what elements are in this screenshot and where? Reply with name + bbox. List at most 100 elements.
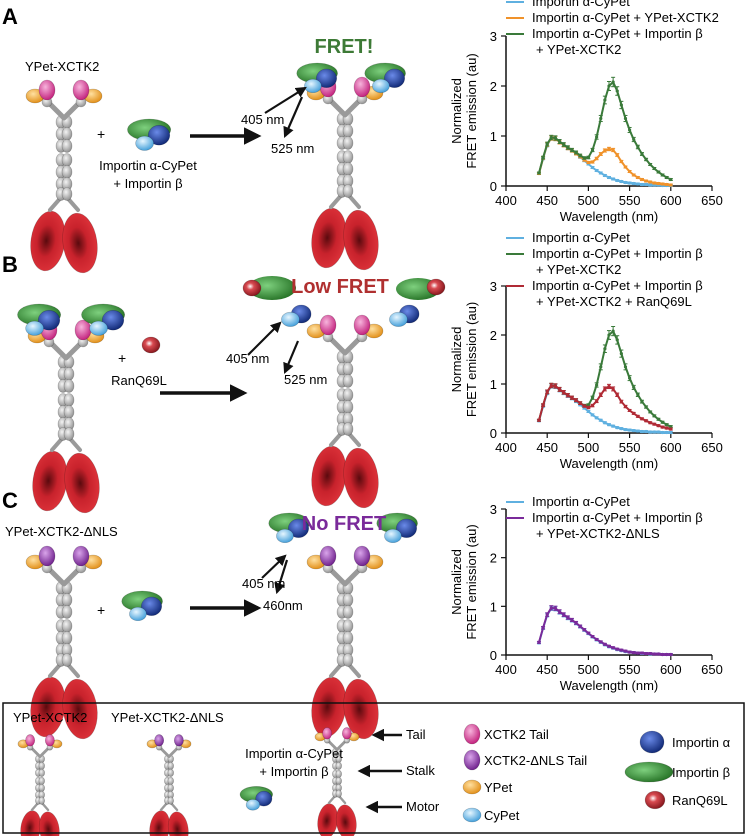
data-point xyxy=(619,352,623,356)
stalk-bead xyxy=(342,124,354,138)
cypet-blob xyxy=(384,528,402,544)
y-tick-label: 0 xyxy=(490,648,497,663)
data-point xyxy=(603,173,607,178)
key-construct2-label: YPet-XCTK2-ΔNLS xyxy=(111,710,224,725)
data-point xyxy=(541,626,545,630)
data-point xyxy=(628,428,632,432)
tail-arm xyxy=(328,336,362,356)
y-axis-label: FRET emission (au) xyxy=(464,53,479,168)
x-tick-label: 450 xyxy=(536,193,558,208)
data-point xyxy=(636,182,640,186)
data-point xyxy=(595,168,599,173)
data-point xyxy=(619,103,623,107)
key-construct1-label: YPet-XCTK2 xyxy=(13,710,87,725)
key-swatch-ypet xyxy=(462,779,482,795)
series-line-0 xyxy=(538,136,671,187)
data-point xyxy=(632,137,636,142)
data-point xyxy=(586,409,591,414)
plus-a: + xyxy=(97,126,105,142)
data-point xyxy=(660,430,665,435)
data-point xyxy=(562,142,566,147)
data-point xyxy=(537,418,541,422)
data-point xyxy=(590,403,595,408)
emission-arrow-a xyxy=(283,96,304,139)
data-point xyxy=(660,425,665,429)
stalk-bead xyxy=(61,593,73,607)
motor-domain-right xyxy=(335,804,357,836)
ligand-a-line1: Importin α-CyPet xyxy=(99,158,197,173)
data-point xyxy=(607,423,611,427)
data-point xyxy=(648,421,652,425)
data-point xyxy=(648,180,652,184)
data-point xyxy=(665,430,669,435)
x-tick-label: 600 xyxy=(660,440,682,455)
stalk-bead xyxy=(342,605,354,619)
stalk-bead xyxy=(167,768,174,777)
data-point xyxy=(599,418,603,422)
data-point xyxy=(640,651,644,655)
series-line-1 xyxy=(538,136,671,186)
data-point xyxy=(603,347,607,351)
y-axis-label: FRET emission (au) xyxy=(464,524,479,639)
motor-domain-right xyxy=(38,811,60,836)
y-tick-label: 1 xyxy=(490,377,497,392)
data-point xyxy=(541,403,545,407)
importin-alpha-blob xyxy=(101,310,125,331)
data-point xyxy=(599,640,603,644)
stalk-bead xyxy=(342,619,354,633)
data-point xyxy=(615,393,619,397)
stalk-bead xyxy=(63,379,75,393)
data-point xyxy=(640,177,644,182)
data-point xyxy=(549,135,553,140)
y-tick-label: 2 xyxy=(490,79,497,94)
x-tick-label: 600 xyxy=(660,193,682,208)
legend-label: + YPet-XCTK2 xyxy=(536,42,621,57)
data-point xyxy=(603,98,607,102)
data-point xyxy=(644,429,648,434)
key-swatch-cypet xyxy=(462,807,482,823)
chart-axes xyxy=(505,36,712,187)
legend-label: Importin α-CyPet xyxy=(532,0,630,9)
ligand-b: RanQ69L xyxy=(111,373,167,388)
emit-c: 460nm xyxy=(263,598,303,613)
construct-label-a: YPet-XCTK2 xyxy=(25,59,99,74)
legend-label: + YPet-XCTK2-ΔNLS xyxy=(536,526,660,541)
y-tick-label: 2 xyxy=(490,328,497,343)
key-swatch-dnls-tail xyxy=(463,749,481,771)
data-point xyxy=(628,169,632,174)
stalk-bead xyxy=(342,136,354,150)
data-point xyxy=(619,400,623,404)
data-point xyxy=(549,606,553,610)
x-axis-label: Wavelength (nm) xyxy=(560,678,659,693)
y-tick-label: 3 xyxy=(490,29,497,44)
x-tick-label: 550 xyxy=(619,440,641,455)
stalk-bead xyxy=(38,768,45,777)
data-point xyxy=(652,422,656,426)
data-point xyxy=(607,384,611,389)
data-point xyxy=(574,398,578,402)
data-point xyxy=(615,89,619,93)
data-point xyxy=(586,631,591,635)
y-axis-label: Normalized xyxy=(449,78,464,144)
data-point xyxy=(628,408,632,413)
y-axis-label: FRET emission (au) xyxy=(464,302,479,417)
stalk-bead xyxy=(342,374,354,388)
y-tick-label: 0 xyxy=(490,179,497,194)
data-point xyxy=(611,80,615,84)
stalk-bead xyxy=(342,400,354,414)
stalk-bead xyxy=(342,422,354,436)
stalk-bead xyxy=(63,367,75,381)
emission-arrow-c xyxy=(274,559,289,595)
data-point xyxy=(586,160,591,165)
data-point xyxy=(636,145,640,149)
data-point xyxy=(566,615,570,620)
data-point xyxy=(619,648,623,652)
tail-arm xyxy=(327,740,347,752)
y-tick-label: 0 xyxy=(490,426,497,441)
data-point xyxy=(557,387,562,391)
x-tick-label: 400 xyxy=(495,440,517,455)
data-point xyxy=(615,153,619,157)
cypet-blob xyxy=(25,320,44,336)
data-point xyxy=(652,181,656,185)
cypet-blob xyxy=(129,606,147,622)
